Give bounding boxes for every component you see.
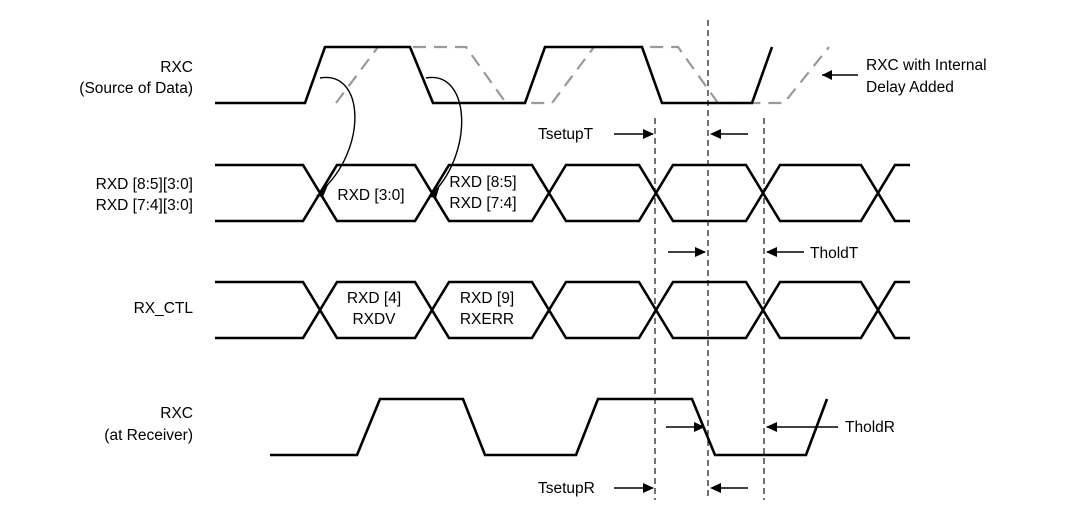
- rxc-source-waveform: [215, 45, 774, 105]
- rxd-segment-0: [215, 163, 322, 223]
- thold-t-annotation: TholdT: [668, 245, 859, 262]
- timing-guide-lines: [654, 20, 765, 500]
- arrow-falling-to-rxd: [425, 76, 463, 193]
- internal-delay-arrowhead: [822, 70, 832, 80]
- rxc-source-label-line1: RXC: [160, 59, 193, 76]
- ctl-cell-second-line1: RXD [9]: [460, 290, 514, 307]
- rxd-segment-3: [547, 163, 658, 223]
- thold-t-right-arrowhead: [766, 247, 777, 257]
- tsetup-r-label: TsetupR: [538, 480, 595, 497]
- rx-ctl-label: RX_CTL: [134, 300, 194, 317]
- rx-ctl-bus-waveform: RXD [4] RXDV RXD [9] RXERR: [215, 280, 910, 340]
- arrow-rising-to-rxd: [319, 76, 356, 193]
- ctl-segment-3: [547, 280, 658, 340]
- rxd-segment-5: [761, 163, 880, 223]
- ctl-segment-5: [761, 280, 880, 340]
- tsetup-t-right-arrowhead: [710, 129, 721, 139]
- ctl-cell-first-line1: RXD [4]: [347, 290, 401, 307]
- rxd-cell-first: RXD [3:0]: [337, 187, 404, 204]
- internal-delay-annotation: RXC with Internal Delay Added: [822, 57, 987, 96]
- thold-t-left-arrowhead: [695, 247, 706, 257]
- tsetup-t-annotation: TsetupT: [538, 126, 748, 143]
- thold-r-right-arrowhead: [766, 422, 777, 432]
- tsetup-r-right-arrowhead: [710, 483, 721, 493]
- thold-r-label: TholdR: [845, 419, 895, 436]
- signal-labels: RXC (Source of Data) RXD [8:5][3:0] RXD …: [79, 59, 193, 444]
- ctl-segment-4: [654, 280, 765, 340]
- ctl-cell-first-line2: RXDV: [352, 311, 396, 328]
- tsetup-r-annotation: TsetupR: [538, 480, 748, 497]
- tsetup-r-arrowhead: [643, 483, 654, 493]
- rxd-cell-second-line1: RXD [8:5]: [449, 174, 516, 191]
- ctl-cell-second-line2: RXERR: [460, 311, 514, 328]
- ctl-segment-0: [215, 280, 322, 340]
- rxd-segment-4: [654, 163, 765, 223]
- rxc-receiver-label-line2: (at Receiver): [104, 427, 193, 444]
- tsetup-t-label: TsetupT: [538, 126, 594, 143]
- thold-r-annotation: TholdR: [666, 419, 895, 436]
- rxc-receiver-waveform: [270, 397, 829, 457]
- rxd-segment-6: [876, 163, 910, 223]
- ctl-segment-6: [876, 280, 910, 340]
- rxd-bus-waveform: RXD [3:0] RXD [8:5] RXD [7:4]: [215, 163, 910, 223]
- rxd-label-line2: RXD [7:4][3:0]: [96, 197, 193, 214]
- thold-r-left-arrowhead: [694, 422, 705, 432]
- thold-t-label: TholdT: [810, 245, 859, 262]
- rxc-receiver-label-line1: RXC: [160, 405, 193, 422]
- internal-delay-label-line2: Delay Added: [866, 79, 954, 96]
- tsetup-t-arrowhead: [643, 129, 654, 139]
- rxd-label-line1: RXD [8:5][3:0]: [96, 176, 193, 193]
- internal-delay-label-line1: RXC with Internal: [866, 57, 987, 74]
- rxd-cell-second-line2: RXD [7:4]: [449, 195, 516, 212]
- rxc-source-label-line2: (Source of Data): [79, 80, 193, 97]
